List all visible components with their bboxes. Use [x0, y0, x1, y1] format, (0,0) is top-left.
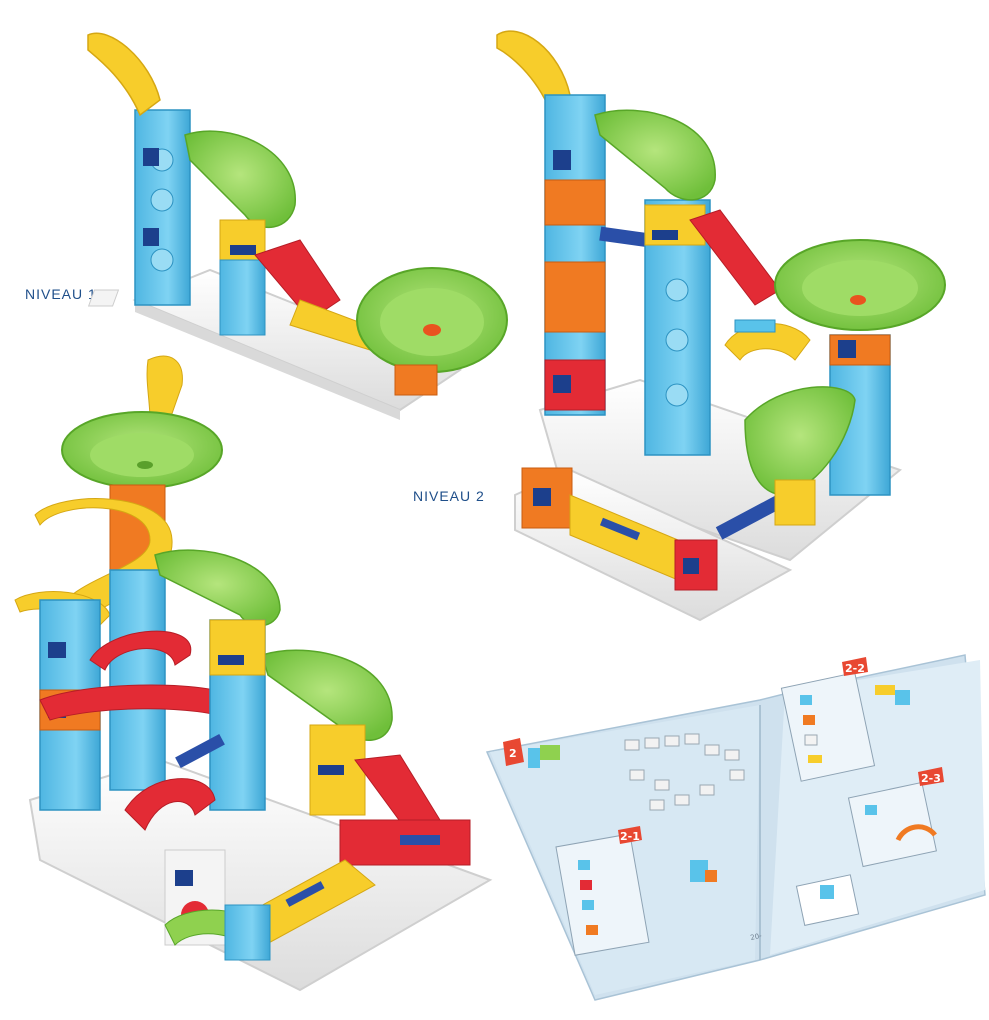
booklet-step-2: 2	[509, 747, 517, 760]
level-2-build	[496, 30, 946, 622]
level-2-label: NIVEAU 2	[413, 488, 485, 504]
booklet-step-2-2: 2-2	[845, 662, 865, 675]
level-3-build	[14, 355, 493, 992]
booklet-step-2-3: 2-3	[921, 772, 941, 785]
booklet-page-number: 20-	[750, 932, 763, 942]
instruction-booklet: 2 2-1 2-2 2-3	[485, 654, 986, 1001]
level-1-label: NIVEAU 1	[25, 286, 97, 302]
level-1-build	[87, 32, 508, 420]
booklet-step-2-1: 2-1	[620, 830, 640, 843]
